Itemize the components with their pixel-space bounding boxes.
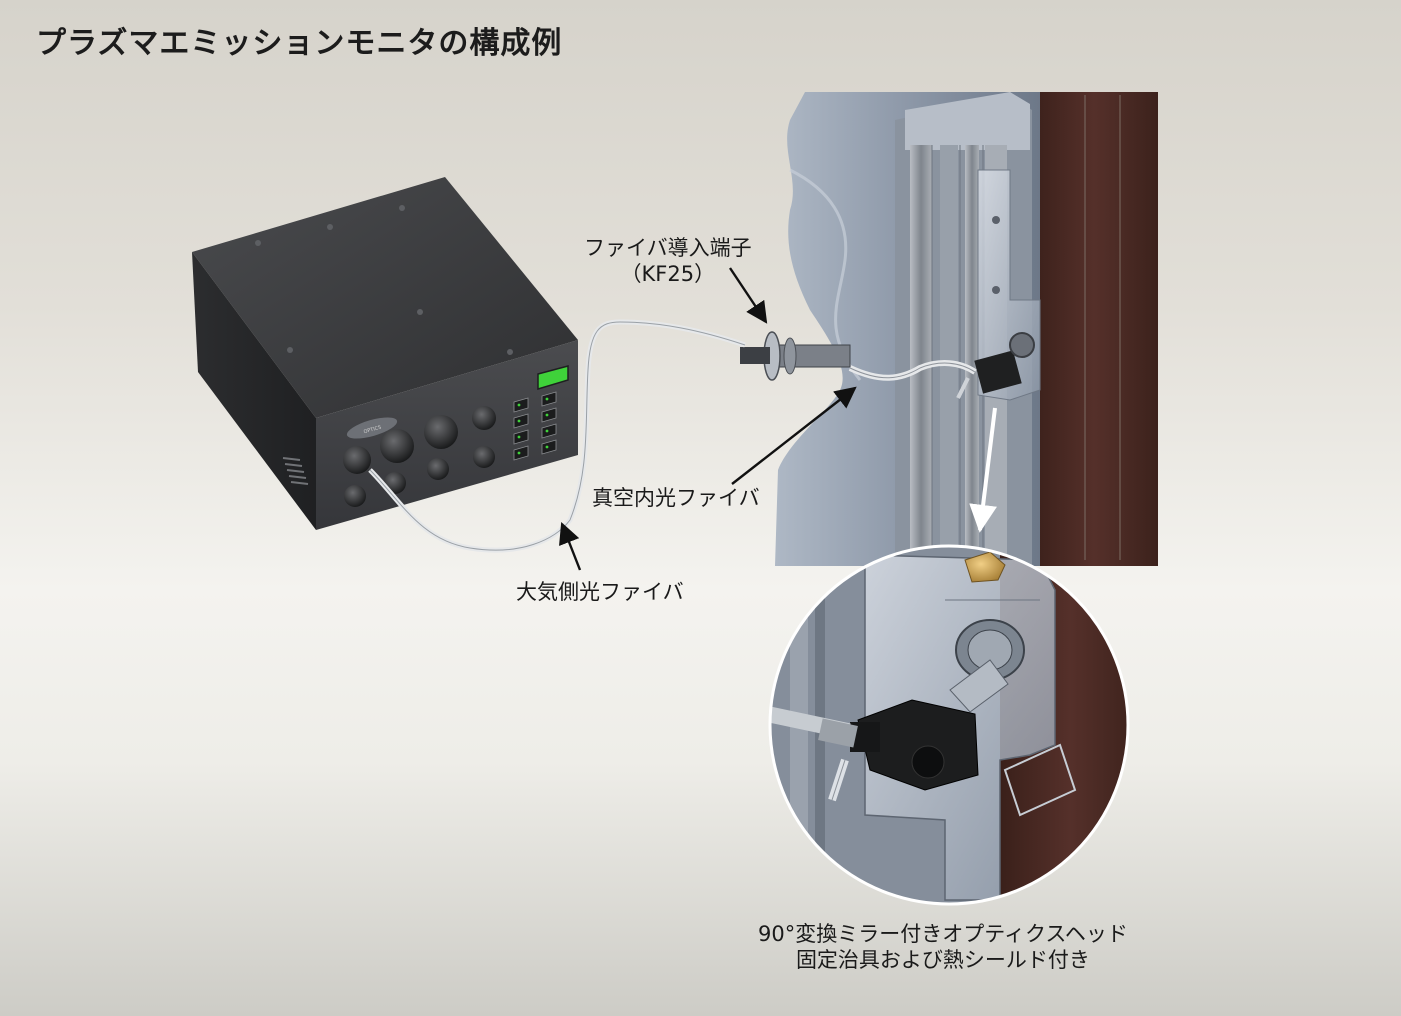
label-fiber-port-line2: （KF25） [620, 261, 716, 286]
callout-arrow-vacuum-fiber [731, 386, 857, 485]
label-optics-head-line2: 固定治具および熱シールド付き [795, 947, 1090, 972]
channel-led [545, 429, 549, 433]
label-vacuum-fiber: 真空内光ファイバ [592, 486, 760, 512]
connector-knob [344, 485, 366, 507]
connector-knob [343, 446, 371, 474]
callout-arrow-air-fiber [559, 521, 582, 571]
device-display [537, 365, 569, 391]
channel-indicator [541, 423, 557, 439]
page-title: プラズマエミッションモニタの構成例 [36, 26, 563, 61]
label-air-fiber-text: 大気側光ファイバ [516, 580, 684, 604]
channel-indicator [513, 429, 529, 445]
zoom-detail-circle [768, 544, 1130, 906]
channel-led [517, 403, 521, 407]
vacuum-chamber [740, 92, 1158, 566]
optics-head-small [974, 350, 1022, 394]
channel-led [517, 419, 521, 423]
channel-led [517, 435, 521, 439]
emission-monitor-unit: OPTICS [192, 177, 746, 553]
label-fiber-port: ファイバ導入端子 （KF25） [584, 236, 752, 287]
label-optics-head: 90°変換ミラー付きオプティクスヘッド 固定治具および熱シールド付き [758, 922, 1128, 973]
device-brand-label: OPTICS [363, 425, 382, 436]
channel-led [545, 413, 549, 417]
connector-knob [427, 458, 449, 480]
label-vacuum-fiber-text: 真空内光ファイバ [592, 486, 760, 510]
chamber-wall [1030, 92, 1158, 566]
channel-indicator [541, 439, 557, 455]
zoom-arrow [969, 407, 997, 533]
label-optics-head-line1: 90°変換ミラー付きオプティクスヘッド [758, 922, 1128, 946]
channel-indicator [541, 407, 557, 423]
connector-knob [472, 406, 496, 430]
channel-indicator [513, 445, 529, 461]
channel-indicator [541, 391, 557, 407]
channel-indicator [513, 413, 529, 429]
label-fiber-port-line1: ファイバ導入端子 [584, 236, 752, 260]
device-side [192, 252, 316, 530]
connector-knob [380, 429, 414, 463]
channel-led [545, 397, 549, 401]
channel-indicators [513, 391, 557, 461]
device-top [192, 177, 578, 418]
connector-knob [424, 415, 458, 449]
connector-knob [473, 446, 495, 468]
channel-led [517, 451, 521, 455]
channel-led [545, 445, 549, 449]
channel-indicator [513, 397, 529, 413]
label-air-fiber: 大気側光ファイバ [516, 580, 684, 606]
kf25-feedthrough [740, 331, 851, 381]
callout-arrow-fiber-port [729, 267, 768, 324]
